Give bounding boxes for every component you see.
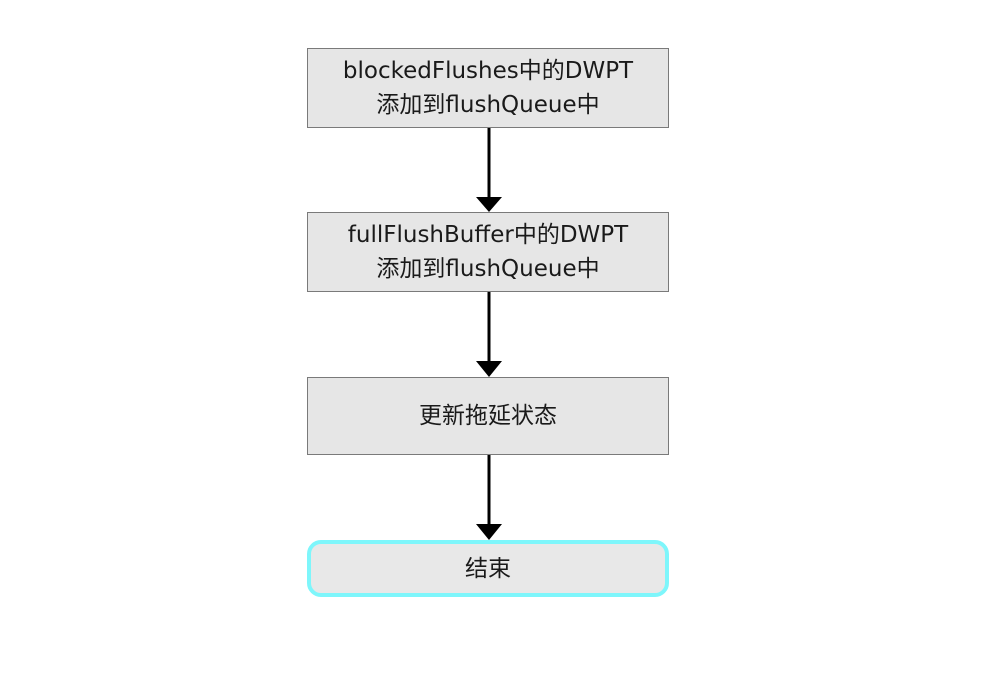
process-step-update-stall-state: 更新拖延状态 bbox=[307, 377, 669, 455]
end-label: 结束 bbox=[465, 555, 511, 582]
step-3-line-1: 更新拖延状态 bbox=[419, 403, 557, 429]
process-step-add-full-flush-buffer: fullFlushBuffer中的DWPT 添加到flushQueue中 bbox=[307, 212, 669, 292]
process-step-add-blocked-flushes: blockedFlushes中的DWPT 添加到flushQueue中 bbox=[307, 48, 669, 128]
arrow-step3-to-end bbox=[476, 455, 502, 540]
arrow-step1-to-step2 bbox=[476, 128, 502, 212]
terminal-end: 结束 bbox=[307, 540, 669, 597]
step-1-line-2: 添加到flushQueue中 bbox=[376, 92, 600, 118]
arrow-step2-to-step3 bbox=[476, 292, 502, 377]
step-2-line-1: fullFlushBuffer中的DWPT bbox=[347, 222, 629, 248]
step-1-line-1: blockedFlushes中的DWPT bbox=[342, 58, 634, 84]
step-2-line-2: 添加到flushQueue中 bbox=[376, 256, 600, 282]
